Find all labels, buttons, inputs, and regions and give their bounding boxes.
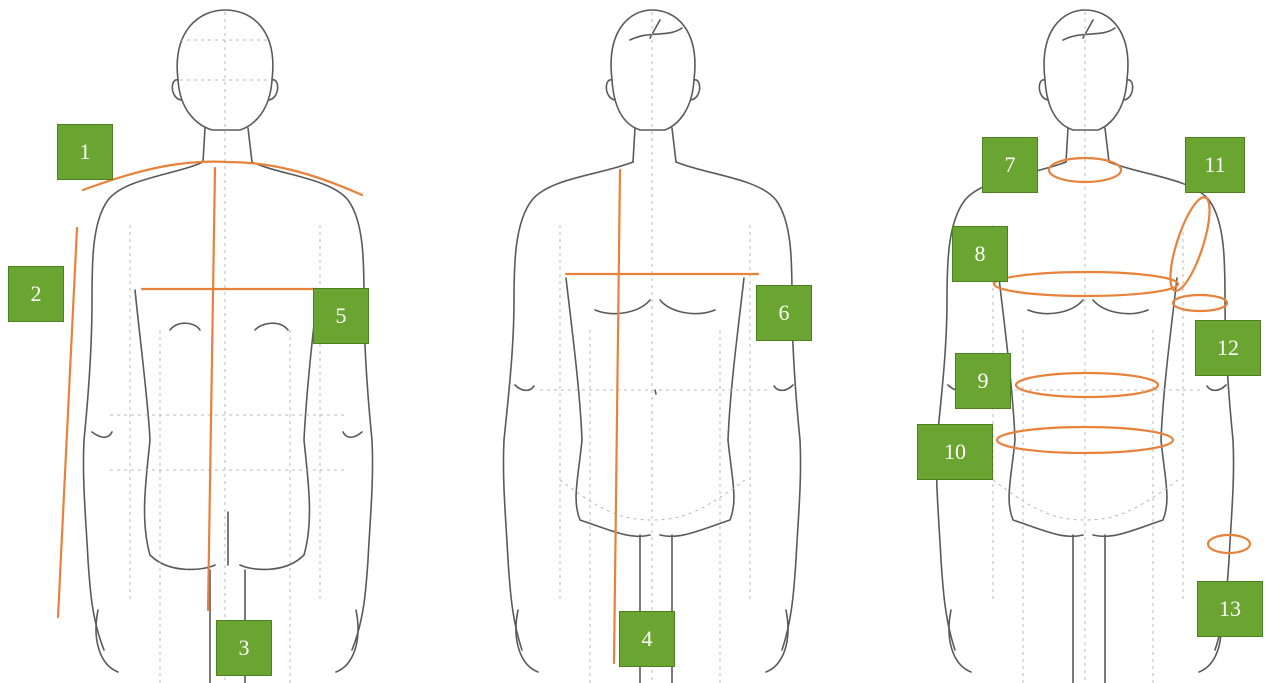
- shoulder-curve: [83, 162, 362, 195]
- label-8: 8: [952, 226, 1008, 282]
- label-2: 2: [8, 266, 64, 322]
- label-3: 3: [216, 620, 272, 676]
- measurement-lines: [58, 158, 1250, 663]
- label-12: 12: [1195, 320, 1261, 376]
- waist-circle: [1016, 373, 1158, 397]
- figure-front: [503, 10, 800, 683]
- label-10: 10: [917, 424, 993, 480]
- back-length-line: [208, 168, 215, 610]
- label-1: 1: [57, 124, 113, 180]
- label-6: 6: [756, 285, 812, 341]
- chest-circle: [994, 272, 1178, 296]
- figure-back: [83, 10, 372, 683]
- label-5: 5: [313, 288, 369, 344]
- bicep-circle: [1173, 295, 1227, 311]
- label-9: 9: [955, 353, 1011, 409]
- label-13: 13: [1197, 581, 1263, 637]
- figure-front-circumference: [936, 10, 1233, 683]
- label-4: 4: [619, 611, 675, 667]
- front-length-line: [614, 170, 620, 663]
- label-7: 7: [982, 137, 1038, 193]
- label-11: 11: [1185, 137, 1245, 193]
